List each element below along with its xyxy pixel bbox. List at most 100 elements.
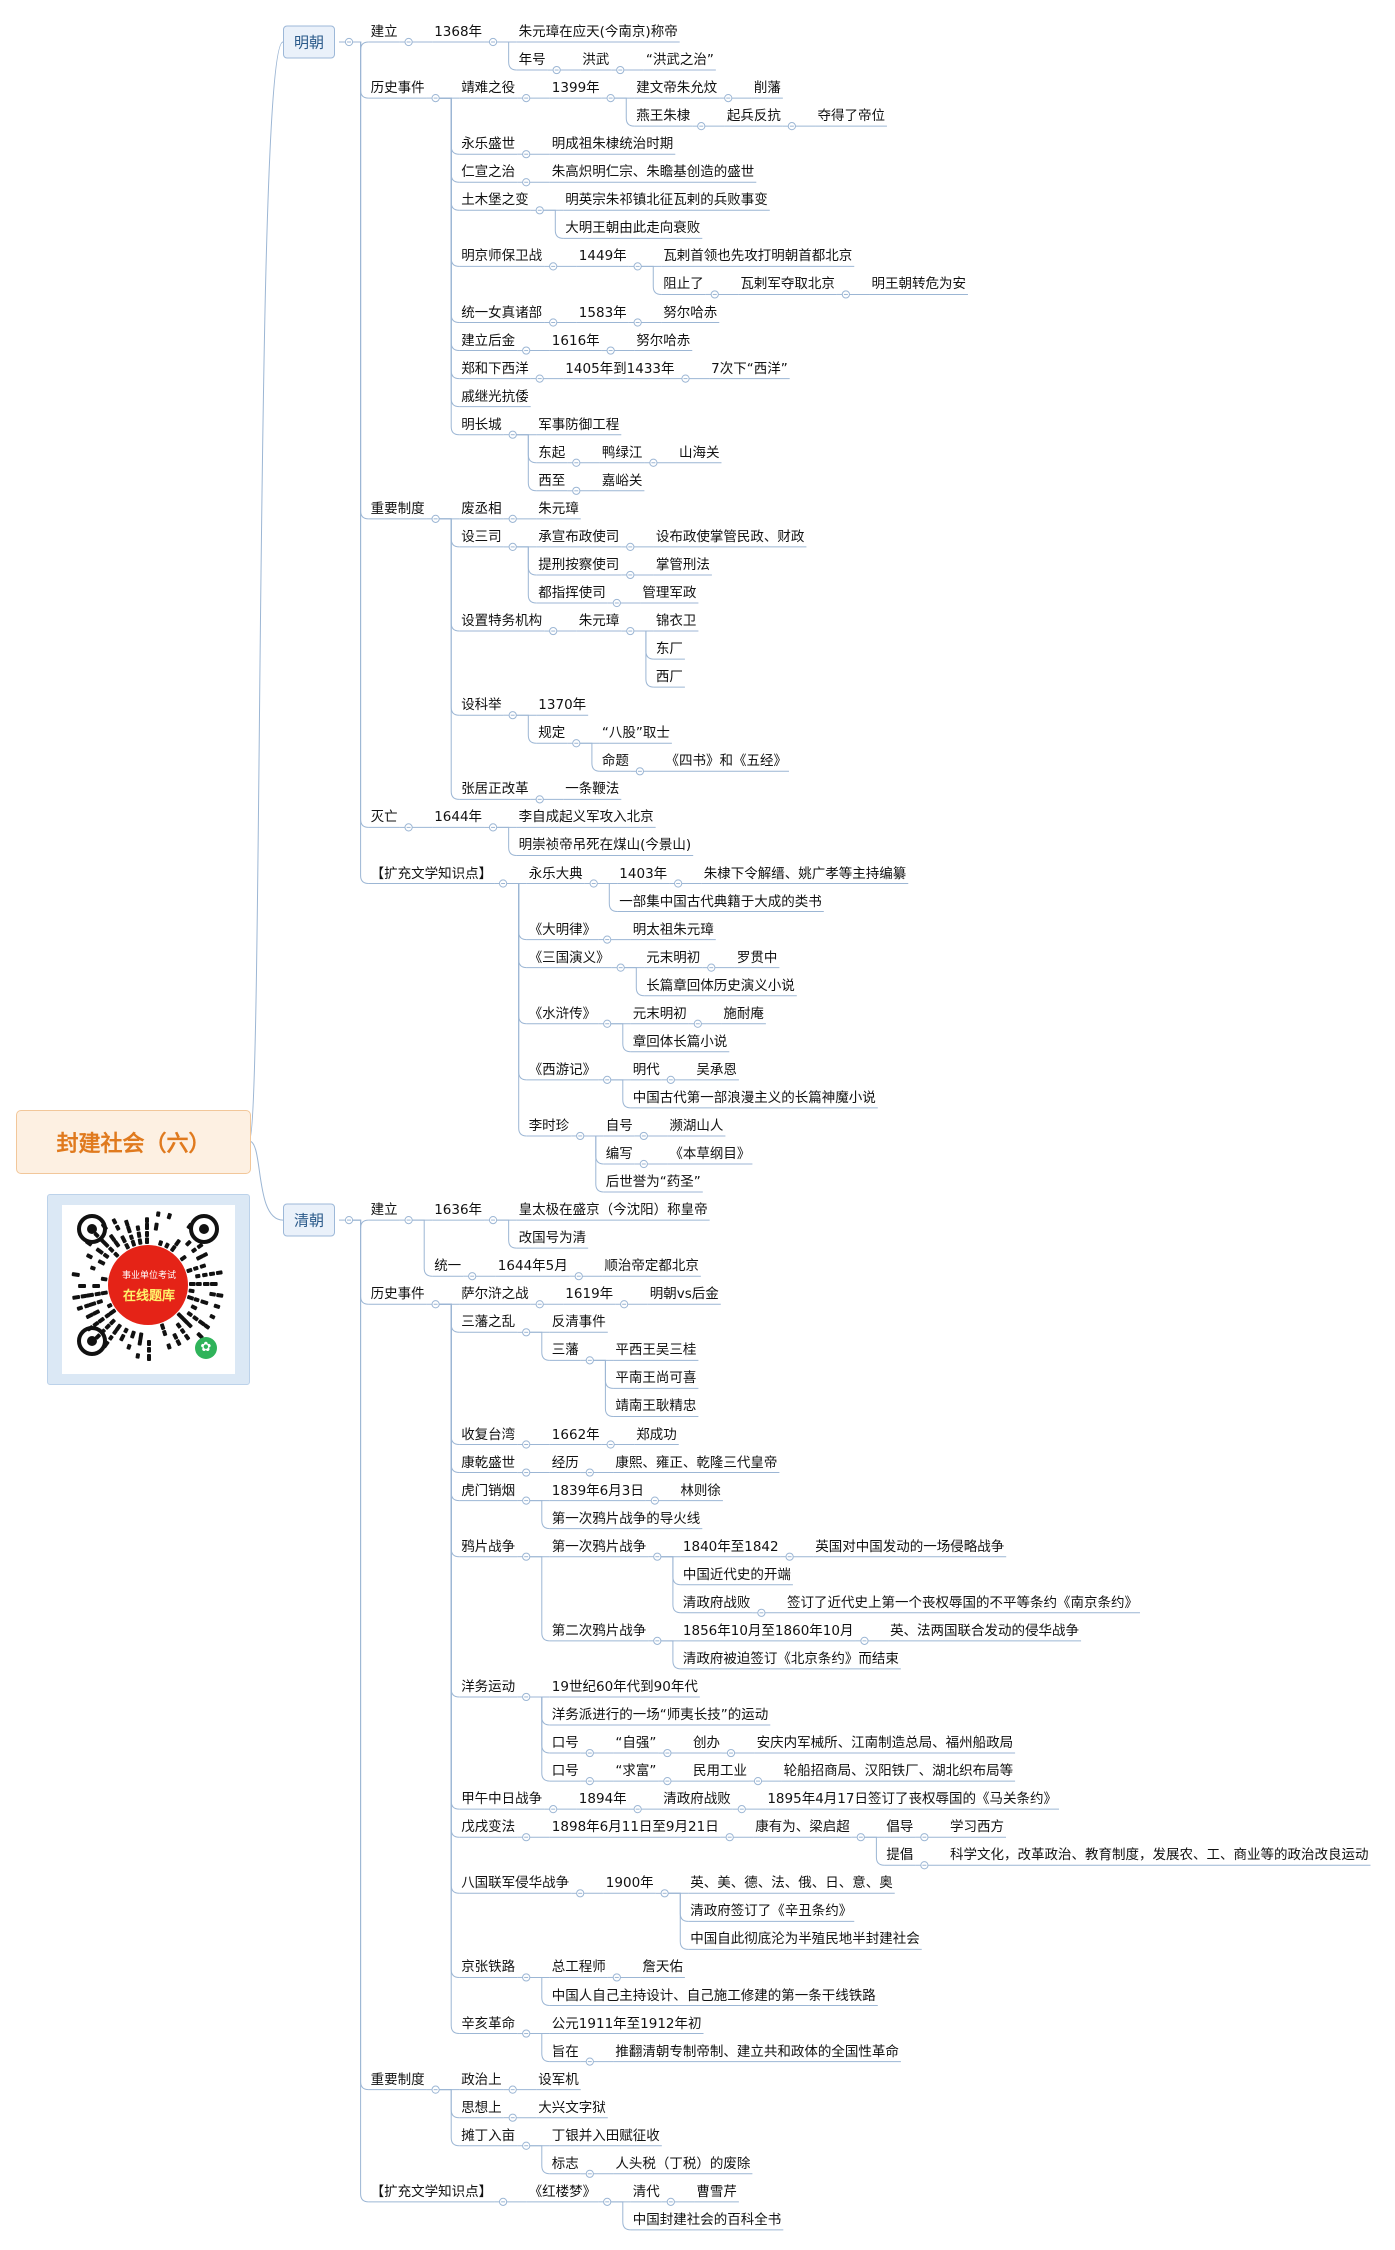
topic-node[interactable]: 西厂 <box>655 669 683 686</box>
topic-node[interactable]: 《四书》和《五经》 <box>665 753 787 770</box>
topic-node[interactable]: 洪武 <box>582 52 610 69</box>
topic-node[interactable]: 1370年 <box>538 697 587 714</box>
topic-node[interactable]: “八股”取士 <box>601 725 670 742</box>
topic-node[interactable]: 一条鞭法 <box>565 781 620 798</box>
topic-node[interactable]: 1900年 <box>605 1875 654 1892</box>
topic-node[interactable]: 思想上 <box>461 2099 502 2116</box>
topic-node[interactable]: 郑成功 <box>636 1426 677 1443</box>
topic-node[interactable]: 建立 <box>370 24 398 40</box>
topic-node[interactable]: 提刑按察使司 <box>538 556 620 573</box>
topic-node[interactable]: 《红楼梦》 <box>528 2183 597 2200</box>
topic-node[interactable]: 提倡 <box>886 1847 914 1864</box>
topic-node[interactable]: 清代 <box>632 2183 660 2200</box>
topic-node[interactable]: 平西王吴三桂 <box>615 1342 697 1359</box>
topic-node[interactable]: 靖难之役 <box>461 80 516 97</box>
topic-node[interactable]: 1895年4月17日签订了丧权辱国的《马关条约》 <box>767 1791 1057 1808</box>
topic-node[interactable]: 明太祖朱元璋 <box>632 921 714 938</box>
topic-node[interactable]: 推翻清朝专制帝制、建立共和政体的全国性革命 <box>615 2043 899 2060</box>
topic-node[interactable]: 夺得了帝位 <box>817 108 885 125</box>
topic-node[interactable]: 重要制度 <box>370 500 425 517</box>
topic-node[interactable]: 1619年 <box>565 1286 614 1303</box>
topic-node[interactable]: 经历 <box>551 1454 579 1471</box>
topic-node[interactable]: 统一女真诸部 <box>461 304 543 321</box>
topic-node[interactable]: 收复台湾 <box>461 1426 516 1443</box>
topic-node[interactable]: 朱元璋 <box>538 500 579 517</box>
topic-node[interactable]: 倡导 <box>886 1819 914 1836</box>
topic-node[interactable]: 中国近代史的开端 <box>682 1566 791 1583</box>
topic-node[interactable]: 濒湖山人 <box>669 1117 724 1134</box>
topic-node[interactable]: 英、法两国联合发动的侵华战争 <box>890 1622 1080 1639</box>
topic-node[interactable]: 《水浒传》 <box>528 1005 597 1022</box>
topic-node[interactable]: 锦衣卫 <box>655 613 697 630</box>
topic-node[interactable]: 1856年10月至1860年10月 <box>682 1622 854 1639</box>
topic-node[interactable]: 章回体长篇小说 <box>632 1033 728 1050</box>
topic-node[interactable]: 三藩 <box>551 1342 579 1359</box>
topic-node[interactable]: 轮船招商局、汉阳铁厂、湖北织布局等 <box>783 1763 1014 1780</box>
topic-node[interactable]: 设军机 <box>538 2071 579 2088</box>
topic-node[interactable]: 创办 <box>692 1735 720 1752</box>
topic-node[interactable]: 承宣布政使司 <box>538 528 620 545</box>
topic-node[interactable]: 废丞相 <box>461 500 502 517</box>
topic-node[interactable]: 19世纪60年代到90年代 <box>551 1678 698 1695</box>
topic-node[interactable]: 第一次鸦片战争的导火线 <box>551 1510 701 1527</box>
topic-node[interactable]: 丁银并入田赋征收 <box>551 2127 660 2144</box>
topic-node[interactable]: 掌管刑法 <box>655 556 710 573</box>
topic-node[interactable]: 朱高炽明仁宗、朱瞻基创造的盛世 <box>551 164 755 181</box>
topic-node[interactable]: 总工程师 <box>551 1959 606 1976</box>
topic-node[interactable]: 1636年 <box>434 1202 483 1219</box>
topic-node[interactable]: 康熙、雍正、乾隆三代皇帝 <box>615 1454 778 1471</box>
topic-node[interactable]: 削藩 <box>753 80 781 97</box>
topic-node[interactable]: 洋务派进行的一场“师夷长技”的运动 <box>551 1707 769 1723</box>
topic-node[interactable]: 管理军政 <box>642 585 697 601</box>
topic-node[interactable]: 瓦剌首领也先攻打明朝首都北京 <box>663 248 853 265</box>
topic-node[interactable]: 施耐庵 <box>723 1005 764 1022</box>
topic-node[interactable]: 摊丁入亩 <box>461 2127 516 2144</box>
topic-node[interactable]: 《西游记》 <box>528 1061 597 1078</box>
topic-node[interactable]: 军事防御工程 <box>538 416 620 433</box>
topic-node[interactable]: 中国古代第一部浪漫主义的长篇神魔小说 <box>632 1089 876 1106</box>
topic-node[interactable]: 努尔哈赤 <box>663 304 718 321</box>
topic-node[interactable]: 明朝vs后金 <box>649 1286 719 1303</box>
topic-node[interactable]: 朱元璋在应天(今南京)称帝 <box>518 24 678 40</box>
topic-node[interactable]: 吴承恩 <box>696 1061 737 1078</box>
topic-node[interactable]: 康有为、梁启超 <box>755 1819 850 1836</box>
topic-node[interactable]: 规定 <box>538 725 566 742</box>
topic-node[interactable]: 平南王尚可喜 <box>615 1370 697 1387</box>
topic-node[interactable]: 燕王朱棣 <box>636 108 691 125</box>
topic-node[interactable]: 戊戌变法 <box>461 1819 516 1836</box>
topic-node[interactable]: 仁宣之治 <box>461 164 516 181</box>
topic-node[interactable]: 东起 <box>538 444 566 461</box>
topic-node[interactable]: 1449年 <box>578 248 627 265</box>
topic-node[interactable]: 郑和下西洋 <box>461 360 529 377</box>
topic-node[interactable]: 设三司 <box>461 528 502 545</box>
topic-node[interactable]: 永乐大典 <box>528 865 583 882</box>
topic-node[interactable]: 朱元璋 <box>578 613 620 630</box>
topic-node[interactable]: 八国联军侵华战争 <box>461 1875 570 1892</box>
topic-node[interactable]: 明英宗朱祁镇北征瓦剌的兵败事变 <box>565 192 768 209</box>
topic-node[interactable]: 靖南王耿精忠 <box>615 1398 697 1415</box>
topic-node[interactable]: 清政府签订了《辛丑条约》 <box>690 1903 853 1920</box>
topic-node[interactable]: 后世誉为“药圣” <box>605 1174 701 1191</box>
topic-node[interactable]: 命题 <box>601 753 629 770</box>
topic-node[interactable]: 明京师保卫战 <box>461 248 543 265</box>
topic-node[interactable]: 西至 <box>538 472 566 489</box>
topic-node[interactable]: 萨尔浒之战 <box>461 1286 529 1303</box>
topic-node[interactable]: “求富” <box>615 1763 657 1780</box>
topic-node[interactable]: 起兵反抗 <box>726 108 781 125</box>
topic-node[interactable]: 辛亥革命 <box>461 2015 516 2032</box>
topic-node[interactable]: 设布政使掌管民政、财政 <box>655 528 805 545</box>
topic-node[interactable]: 元末明初 <box>646 949 701 966</box>
topic-node[interactable]: 建立 <box>370 1202 398 1219</box>
topic-node[interactable]: 1839年6月3日 <box>551 1482 644 1499</box>
topic-node[interactable]: 政治上 <box>461 2071 502 2088</box>
topic-node[interactable]: 历史事件 <box>370 80 425 97</box>
topic-node[interactable]: 阻止了 <box>663 276 704 293</box>
root-topic[interactable]: 封建社会（六） <box>16 1110 251 1174</box>
topic-node[interactable]: 人头税（丁税）的废除 <box>615 2155 751 2172</box>
topic-node[interactable]: 明代 <box>632 1061 660 1078</box>
topic-node[interactable]: 学习西方 <box>949 1819 1004 1836</box>
topic-node[interactable]: 1399年 <box>551 80 600 97</box>
topic-node[interactable]: 朱棣下令解缙、姚广孝等主持编纂 <box>703 865 907 882</box>
topic-node[interactable]: 大明王朝由此走向衰败 <box>565 220 701 237</box>
topic-node[interactable]: 1368年 <box>434 24 483 40</box>
